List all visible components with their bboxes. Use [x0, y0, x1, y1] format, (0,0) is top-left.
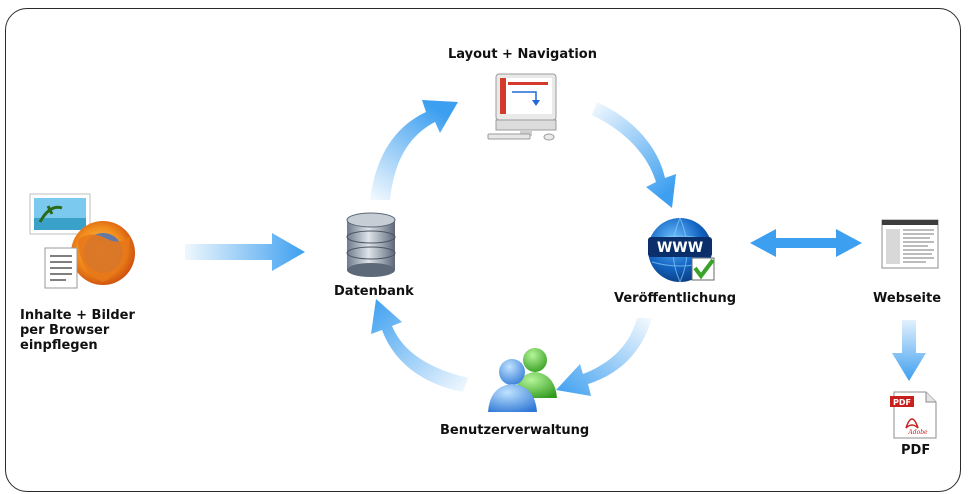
diagram-frame [5, 8, 961, 492]
svg-text:WWW: WWW [657, 240, 703, 256]
arrow-users-to-db [371, 299, 468, 392]
arrow-webseite-to-pdf [892, 320, 926, 381]
www-globe-check-icon: WWW [648, 217, 715, 283]
arrow-layout-to-publish [592, 102, 676, 208]
label-layout-navigation: Layout + Navigation [448, 47, 597, 62]
label-datenbank: Datenbank [334, 284, 414, 299]
webpage-thumbnail-icon [881, 219, 939, 269]
arrow-publish-webseite-bidirectional [750, 229, 862, 257]
label-benutzerverwaltung: Benutzerverwaltung [440, 423, 590, 438]
label-veroeffentlichung: Veröffentlichung [614, 291, 737, 306]
users-icon [488, 348, 557, 412]
arrow-publish-to-users [556, 318, 652, 396]
arrow-db-to-layout [370, 100, 458, 200]
pdf-document-icon: PDF Adobe [890, 391, 937, 439]
pdf-icon-text: PDF [893, 398, 911, 407]
pdf-icon-subtext: Adobe [907, 429, 928, 436]
label-inhalte: Inhalte + Bilder per Browser einpflegen [20, 308, 135, 353]
imac-monitor-icon [487, 73, 557, 141]
label-pdf: PDF [901, 443, 931, 458]
label-webseite: Webseite [873, 291, 942, 306]
firefox-content-icon [29, 193, 135, 289]
database-icon [346, 212, 396, 277]
arrow-content-to-db [185, 233, 305, 271]
